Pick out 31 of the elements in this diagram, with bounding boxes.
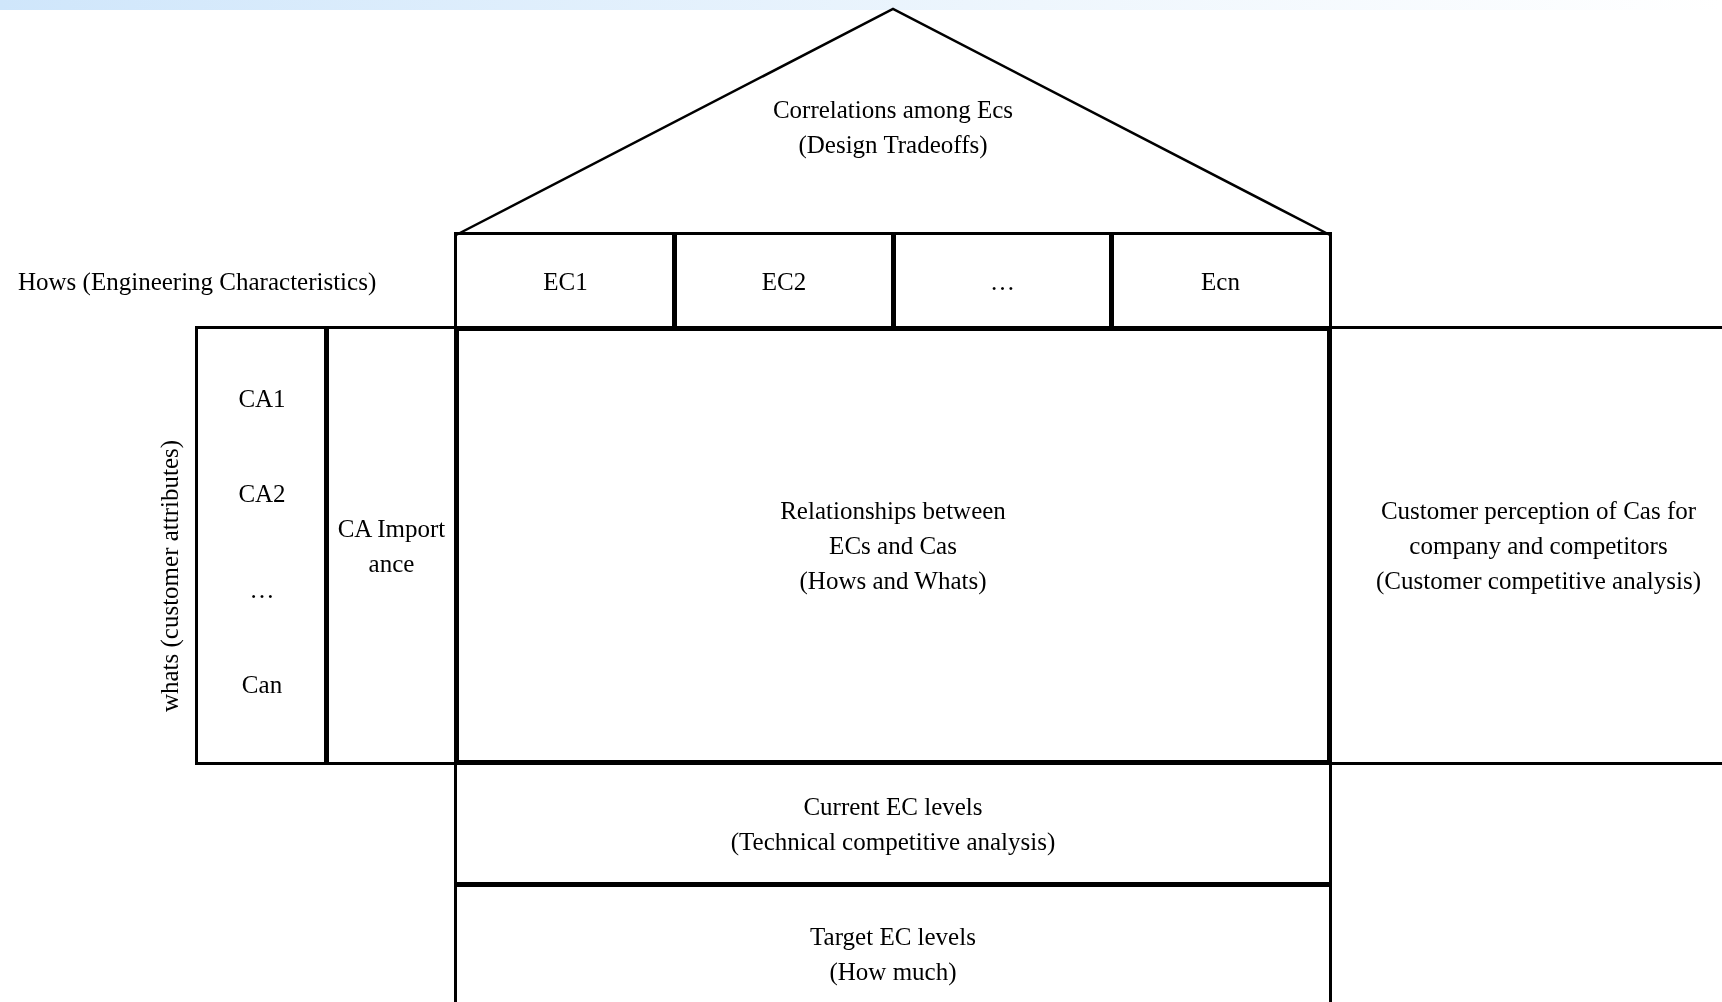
matrix-cell bbox=[672, 232, 896, 331]
cell-text: Customer perception of Cas for company and competitors bbox=[1379, 496, 1698, 561]
matrix-cell bbox=[454, 232, 677, 331]
cell-text: Relationships between ECs and Cas bbox=[779, 496, 1007, 561]
cell-text: Target EC levels bbox=[810, 921, 976, 952]
importance-column bbox=[324, 326, 459, 765]
cell-text: EC1 bbox=[543, 267, 588, 297]
cell-text: … bbox=[249, 574, 275, 605]
matrix-cell bbox=[454, 760, 1332, 887]
cell-text: Current EC levels bbox=[803, 791, 983, 822]
matrix-cell bbox=[1327, 326, 1722, 765]
cell-text: (Hows and Whats) bbox=[799, 566, 987, 597]
attribute-column bbox=[195, 326, 329, 765]
cell-text: EC2 bbox=[761, 267, 807, 297]
cell-text: CA Importance bbox=[336, 513, 447, 579]
cell-text: Can bbox=[241, 669, 283, 700]
vertical-axis-label: whats (customer attributes) bbox=[155, 439, 185, 713]
cell-text: (How much) bbox=[829, 956, 957, 988]
cell-text: (Technical competitive analysis) bbox=[730, 826, 1056, 857]
matrix-cell bbox=[1109, 232, 1332, 331]
cell-text: … bbox=[990, 267, 1015, 297]
cell-text: (Customer competitive analysis) bbox=[1376, 566, 1701, 597]
matrix-cell bbox=[454, 326, 1332, 765]
cell-text: CA1 bbox=[238, 384, 286, 415]
cell-text: (Design Tradeoffs) bbox=[798, 130, 988, 161]
cell-text: Ecn bbox=[1201, 267, 1240, 297]
row-label: Hows (Engineering Characteristics) bbox=[18, 267, 377, 297]
matrix-cell bbox=[454, 882, 1332, 1002]
cell-text: Correlations among Ecs bbox=[772, 95, 1014, 125]
matrix-cell bbox=[891, 232, 1114, 331]
cell-text: CA2 bbox=[238, 479, 286, 510]
